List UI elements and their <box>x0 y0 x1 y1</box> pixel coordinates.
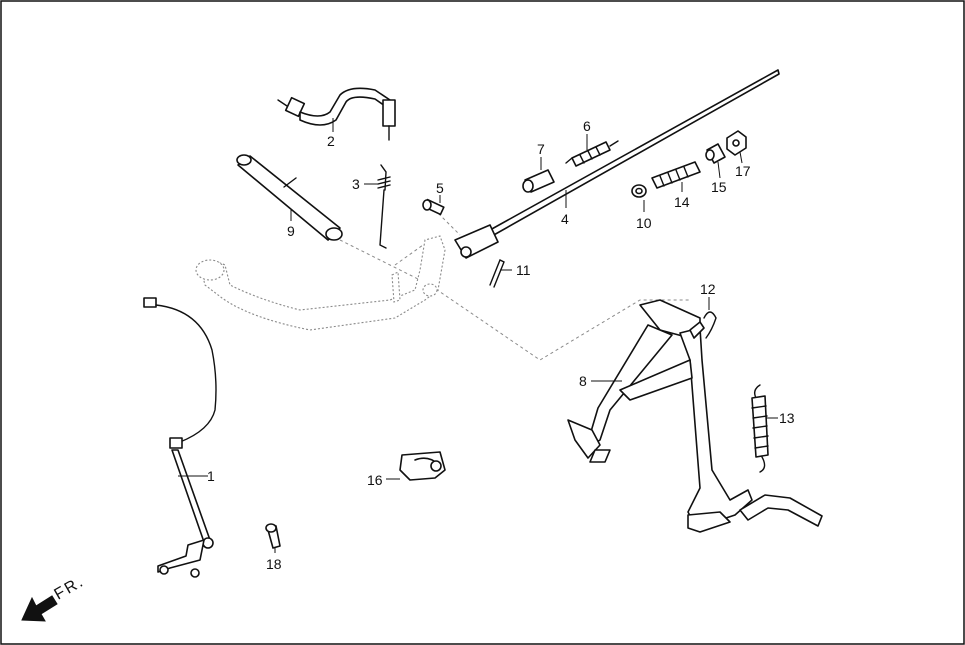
part-1-cable-linkage <box>143 297 217 578</box>
callout-2: 2 <box>327 133 335 149</box>
part-12-clip <box>703 311 717 339</box>
callout-12: 12 <box>700 281 716 297</box>
callout-18: 18 <box>266 556 282 572</box>
callout-8: 8 <box>579 373 587 389</box>
part-13-stand-spring <box>751 384 769 473</box>
callout-11: 11 <box>516 262 531 278</box>
callout-6: 6 <box>583 118 591 134</box>
callout-7: 7 <box>537 141 545 157</box>
callout-9: 9 <box>287 223 295 239</box>
part-15-joint <box>705 143 726 164</box>
part-16-bracket <box>399 451 446 481</box>
part-2-stop-switch <box>277 87 396 141</box>
callout-1: 1 <box>207 468 215 484</box>
callout-16: 16 <box>367 472 383 488</box>
callout-labels: 1 2 3 4 5 6 7 8 9 10 11 12 13 14 15 16 1… <box>207 118 795 572</box>
part-4-brake-rod <box>454 69 780 259</box>
part-18-bolt <box>265 523 281 549</box>
part-14-spring <box>651 161 701 189</box>
callout-10: 10 <box>636 215 652 231</box>
callout-3: 3 <box>352 176 360 192</box>
callout-17: 17 <box>735 163 751 179</box>
part-5-pin <box>422 198 445 216</box>
callout-4: 4 <box>561 211 569 227</box>
part-7-collar <box>522 169 555 193</box>
callout-15: 15 <box>711 179 727 195</box>
part-3-return-spring <box>377 164 391 249</box>
callout-5: 5 <box>436 180 444 196</box>
callout-13: 13 <box>779 410 795 426</box>
part-11-cotter-pin <box>489 259 505 288</box>
part-10-washer <box>631 184 647 198</box>
part-9-pivot-shaft <box>236 154 343 241</box>
part-17-adjusting-nut <box>726 130 747 156</box>
part-8-main-stand <box>567 299 823 533</box>
callout-14: 14 <box>674 194 690 210</box>
front-arrow-icon <box>21 595 58 622</box>
callout-leader-lines <box>178 118 778 553</box>
brake-pedal-ghost <box>195 235 446 331</box>
part-6-spring <box>565 140 619 167</box>
